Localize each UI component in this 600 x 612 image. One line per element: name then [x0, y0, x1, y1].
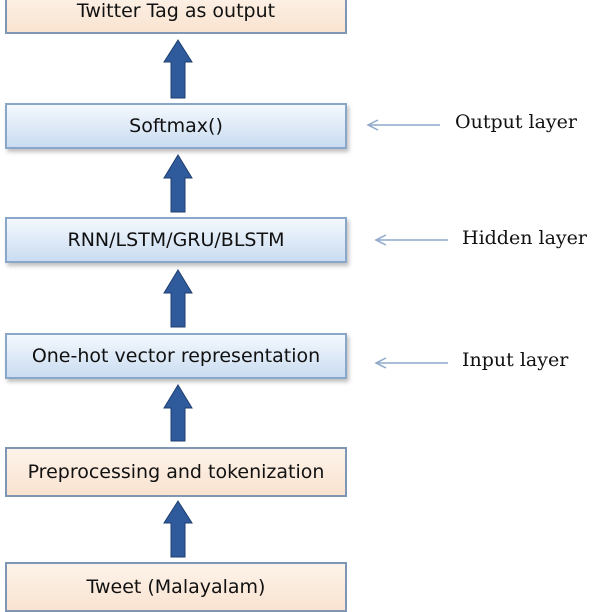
output-box-text: Twitter Tag as output: [76, 0, 276, 22]
input-box: One-hot vector representation: [5, 333, 347, 379]
preprocess-box-text: Preprocessing and tokenization: [27, 461, 325, 483]
softmax-box-text: Softmax(): [129, 115, 223, 137]
input-layer-label: Input layer: [462, 349, 569, 371]
output-box: Twitter Tag as output: [5, 0, 347, 34]
tweet-box-text: Tweet (Malayalam): [86, 576, 266, 598]
preprocess-box: Preprocessing and tokenization: [5, 447, 347, 497]
output-layer-label: Output layer: [455, 111, 577, 133]
arrow-hidden-to-softmax: [163, 154, 193, 213]
hidden-layer-label: Hidden layer: [462, 227, 587, 249]
hidden-box-text: RNN/LSTM/GRU/BLSTM: [67, 229, 285, 251]
hidden-box: RNN/LSTM/GRU/BLSTM: [5, 217, 347, 263]
arrow-input-to-hidden: [163, 269, 193, 328]
input-box-text: One-hot vector representation: [31, 345, 321, 367]
tweet-box: Tweet (Malayalam): [5, 562, 347, 612]
arrow-preprocess-to-input: [163, 384, 193, 442]
arrow-softmax-to-output: [163, 39, 193, 99]
arrow-tweet-to-preprocess: [163, 500, 193, 558]
softmax-box: Softmax(): [5, 103, 347, 149]
